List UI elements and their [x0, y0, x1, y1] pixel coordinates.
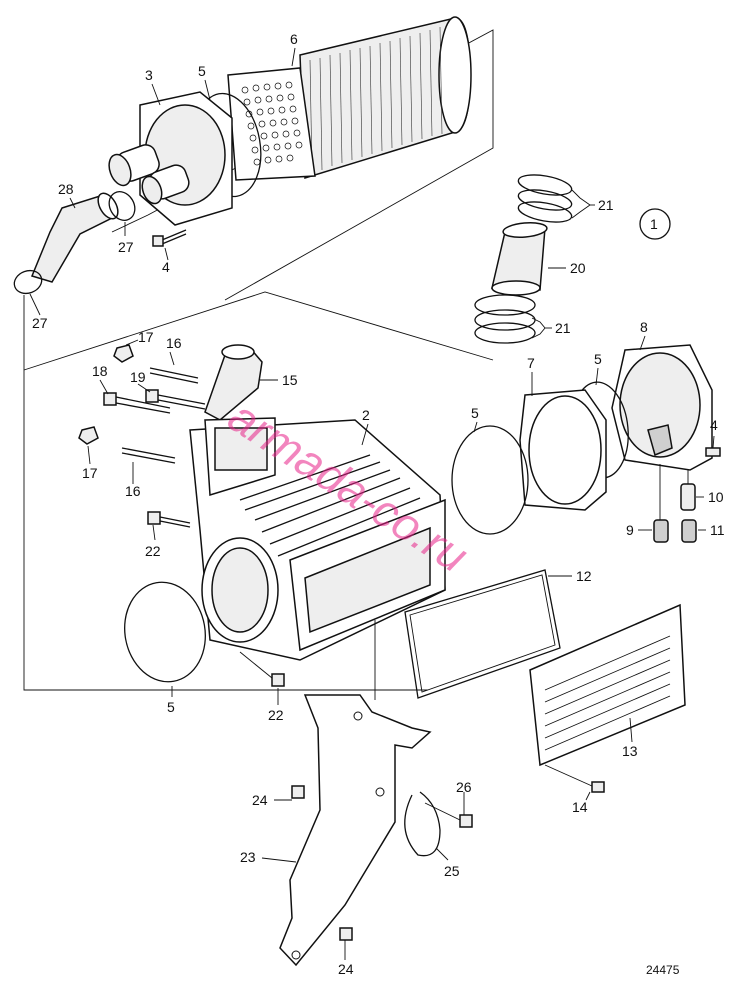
callout-21-b: 21	[555, 320, 571, 336]
callout-22-b: 22	[268, 707, 284, 723]
callout-21-a: 21	[598, 197, 614, 213]
callout-5-b: 5	[471, 405, 479, 421]
filter-housing	[108, 91, 233, 226]
sensor-10	[680, 483, 696, 511]
callout-22-a: 22	[145, 543, 161, 559]
callout-17-b: 17	[82, 465, 98, 481]
leader	[424, 802, 461, 821]
callout-9: 9	[626, 522, 634, 538]
hose-clamp-lower	[13, 269, 43, 295]
callout-10: 10	[708, 489, 724, 505]
callout-26: 26	[456, 779, 472, 795]
callout-7: 7	[527, 355, 535, 371]
callout-6: 6	[290, 31, 298, 47]
callout-20: 20	[570, 260, 586, 276]
gasket-12	[404, 569, 561, 699]
callout-19: 19	[130, 369, 146, 385]
leader-lines	[29, 47, 715, 960]
cooler-cover-13	[529, 603, 686, 767]
group-1-marker	[639, 208, 671, 240]
bolt-14	[591, 781, 605, 793]
group-1-label: 1	[650, 216, 658, 232]
callout-4-b: 4	[710, 417, 718, 433]
bolt-24-upper	[291, 785, 305, 799]
hose-clamps-upper	[517, 174, 573, 223]
callout-28: 28	[58, 181, 74, 197]
callout-12: 12	[576, 568, 592, 584]
callout-5-a: 5	[198, 63, 206, 79]
callout-2: 2	[362, 407, 370, 423]
rubber-hose-20	[491, 222, 548, 296]
callout-4-a: 4	[162, 259, 170, 275]
end-cover-8	[611, 344, 713, 471]
callout-labels: 6 3 5 28 27 4 27 21 20 21 8 17 16 15 18 …	[32, 31, 725, 977]
elbow-opening	[221, 344, 255, 360]
leader	[544, 764, 593, 787]
callout-23: 23	[240, 849, 256, 865]
callout-8: 8	[640, 319, 648, 335]
callout-13: 13	[622, 743, 638, 759]
clamp-25	[404, 791, 441, 857]
callout-11: 11	[710, 522, 725, 538]
bracket-23	[279, 694, 432, 967]
callout-18: 18	[92, 363, 108, 379]
bolt-24-lower	[339, 927, 353, 941]
bolt-22-lower	[271, 673, 285, 687]
callout-3: 3	[145, 67, 153, 83]
frame-edge	[111, 214, 149, 233]
sensor-11	[681, 519, 697, 543]
upper-assembly-frame	[23, 295, 428, 691]
bolt-26	[459, 814, 473, 828]
fasteners-left	[78, 344, 206, 528]
callout-17-a: 17	[138, 329, 154, 345]
callout-27-a: 27	[118, 239, 134, 255]
intercooler-housing-2	[189, 417, 446, 661]
gasket-12-inner	[409, 574, 556, 693]
callout-16-b: 16	[125, 483, 141, 499]
hose-clamp-upper	[108, 191, 136, 221]
hose-end	[97, 192, 119, 220]
callout-25: 25	[444, 863, 460, 879]
bolt-4-upper	[152, 229, 187, 247]
sensor-9	[653, 519, 669, 543]
gasket-plate-7	[519, 389, 607, 511]
o-ring-lower	[124, 581, 206, 683]
hose-clamps-lower	[474, 294, 536, 344]
callout-24-a: 24	[252, 792, 268, 808]
upper-assembly-frame-top	[23, 291, 494, 371]
o-ring-middle	[451, 425, 529, 535]
callout-16-a: 16	[166, 335, 182, 351]
callout-14: 14	[572, 799, 588, 815]
callout-27-b: 27	[32, 315, 48, 331]
leader	[239, 651, 273, 679]
callout-5-d: 5	[167, 699, 175, 715]
air-filter-element	[227, 16, 472, 181]
callout-15: 15	[282, 372, 298, 388]
callout-5-c: 5	[594, 351, 602, 367]
figure-number: 24475	[646, 963, 680, 977]
bolt-4-right	[705, 447, 721, 457]
callout-24-b: 24	[338, 961, 354, 977]
